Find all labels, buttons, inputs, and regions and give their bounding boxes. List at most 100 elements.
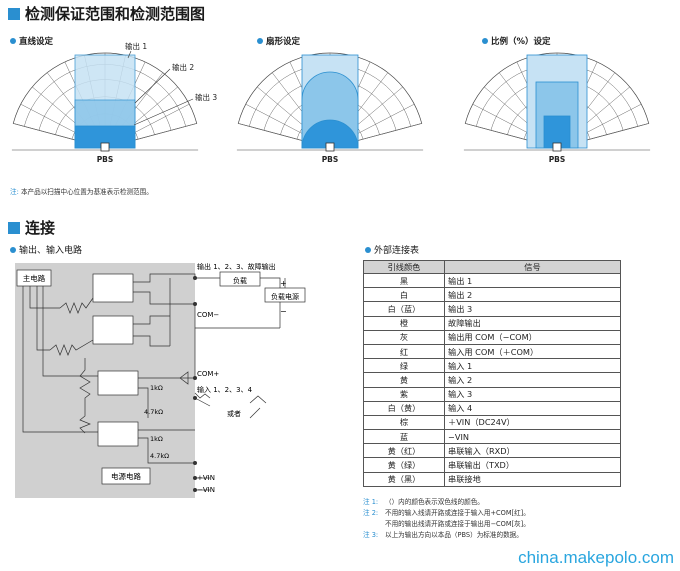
- section-title-connection: 连接: [8, 217, 55, 238]
- or-label: 或者: [227, 409, 241, 418]
- wire-color-cell: 橙: [363, 315, 445, 331]
- wire-color-cell: 白（蓝）: [363, 301, 445, 317]
- diagram-label-linear: 直线设定: [10, 35, 53, 47]
- table-row: 灰输出用 COM（−COM）: [363, 329, 621, 345]
- signal-cell: 串联输入（RXD）: [444, 443, 621, 459]
- vin-minus-label: −VIN: [197, 486, 215, 494]
- wire-color-cell: 棕: [363, 414, 445, 431]
- table-label: 外部连接表: [365, 243, 419, 256]
- table-note: 注 2: 不用的输入线请开路或连接于输入用+COM[红]。: [363, 508, 663, 519]
- signal-cell: 故障输出: [444, 315, 621, 331]
- table-row: 蓝−VIN: [363, 429, 621, 445]
- table-row: 黄（黑）串联接地: [363, 471, 621, 487]
- watermark: china.makepolo.com: [518, 548, 674, 567]
- com-minus-label: COM−: [197, 311, 219, 319]
- plus-sign-label: +: [280, 279, 287, 288]
- table-row: 黄输入 2: [363, 372, 621, 388]
- signal-cell: 输出 3: [444, 301, 621, 317]
- table-row: 白输出 2: [363, 287, 621, 303]
- minus-sign-label: −: [280, 307, 287, 316]
- note-text: 以上为输出方向以本品（PBS）为标准的数据。: [385, 531, 523, 539]
- resistor-1-label: 1kΩ: [150, 384, 163, 392]
- resistor-2-label: 4.7kΩ: [144, 408, 163, 416]
- bullet-icon: [482, 38, 488, 44]
- wire-color-cell: 黄: [363, 372, 445, 388]
- table-row: 橙故障输出: [363, 315, 621, 331]
- wire-color-cell: 黄（黑）: [363, 471, 445, 487]
- sensor-icon: [100, 142, 110, 152]
- note-text: 不用的输入线请开路或连接于输入用+COM[红]。: [385, 509, 530, 517]
- pbs-label: PBS: [549, 155, 566, 164]
- circuit-label: 输出、输入电路: [10, 243, 82, 256]
- note-prefix: 注 3:: [363, 531, 379, 539]
- section-marker-icon: [8, 221, 20, 234]
- table-row: 黑输出 1: [363, 272, 621, 289]
- resistor-4-label: 4.7kΩ: [150, 452, 169, 460]
- resistor-3-label: 1kΩ: [150, 435, 163, 443]
- table-row: 白（黄）输入 4: [363, 400, 621, 416]
- zone-output-3: [301, 119, 359, 149]
- main-circuit-box: [16, 269, 52, 287]
- io-circuit-diagram: 主电路: [15, 262, 306, 498]
- signal-cell: 串联输出（TXD）: [444, 457, 621, 473]
- wire-color-cell: 黄（绿）: [363, 457, 445, 473]
- table-header: 信号: [444, 260, 621, 274]
- signal-cell: 串联接地: [444, 471, 621, 487]
- main-circuit-label: 主电路: [23, 273, 46, 283]
- signal-cell: 输出 2: [444, 287, 621, 303]
- input-terminal-label: 输入 1、2、3、4: [197, 385, 253, 394]
- bullet-icon: [10, 246, 16, 253]
- wire-color-cell: 蓝: [363, 429, 445, 445]
- table-notes: 注 1: （）内的颜色表示双色线的颜色。注 2: 不用的输入线请开路或连接于输入用+…: [363, 497, 663, 541]
- signal-cell: 输入 3: [444, 386, 621, 402]
- section-marker-icon: [8, 7, 20, 20]
- diagram-label-fan: 扇形设定: [257, 35, 300, 47]
- load-power-label: 负载电源: [271, 292, 299, 301]
- power-circuit-label: 电源电路: [111, 471, 141, 481]
- bullet-icon: [365, 246, 371, 253]
- note-prefix: 注 1:: [363, 498, 379, 506]
- diagram-label-ratio: 比例（%）设定: [482, 35, 551, 47]
- signal-cell: 输出用 COM（−COM）: [444, 329, 621, 345]
- pbs-label: PBS: [322, 155, 339, 164]
- vin-plus-label: +VIN: [197, 474, 215, 482]
- signal-cell: 输入 2: [444, 372, 621, 388]
- table-note: 注 1: （）内的颜色表示双色线的颜色。: [363, 497, 663, 508]
- wire-color-cell: 白: [363, 287, 445, 303]
- note-text: （）内的颜色表示双色线的颜色。: [385, 498, 484, 506]
- fan-diagram-linear: [11, 52, 199, 152]
- wire-color-cell: 白（黄）: [363, 400, 445, 416]
- fan-diagram-fan: [236, 52, 424, 152]
- bullet-icon: [10, 38, 16, 44]
- output-terminal-label: 输出 1、2、3、故障输出: [197, 262, 276, 271]
- table-row: 黄（绿）串联输出（TXD）: [363, 457, 621, 473]
- note-text: 不用的输出线请开路或连接于输出用−COM[灰]。: [385, 520, 530, 528]
- bullet-icon: [257, 38, 263, 44]
- table-row: 白（蓝）输出 3: [363, 301, 621, 317]
- table-header-row: 引线颜色 信号: [363, 260, 621, 274]
- table-row: 棕＋VIN（DC24V）: [363, 414, 621, 431]
- wire-color-cell: 灰: [363, 329, 445, 345]
- signal-cell: 输入用 COM（＋COM）: [444, 343, 621, 360]
- signal-cell: 输入 1: [444, 358, 621, 374]
- com-plus-label: COM+: [197, 370, 219, 378]
- fan-diagram-ratio: [463, 52, 651, 152]
- power-circuit-box: [101, 467, 151, 485]
- output-2-label: 输出 2: [172, 62, 194, 72]
- table-row: 黄（红）串联输入（RXD）: [363, 443, 621, 459]
- range-note: 注: 本产品以扫描中心位置为基准表示检测范围。: [10, 188, 153, 196]
- signal-cell: 输出 1: [444, 272, 621, 289]
- signal-cell: ＋VIN（DC24V）: [444, 414, 621, 431]
- table-header: 引线颜色: [363, 260, 445, 274]
- wire-color-cell: 黑: [363, 272, 445, 289]
- sensor-icon: [325, 142, 335, 152]
- wire-color-cell: 紫: [363, 386, 445, 402]
- wire-color-cell: 红: [363, 343, 445, 360]
- sensor-icon: [552, 142, 562, 152]
- wire-color-cell: 黄（红）: [363, 443, 445, 459]
- range-diagrams: 输出 1 输出 2 输出 3 PBS PBS PBS: [11, 41, 651, 164]
- signal-cell: 输入 4: [444, 400, 621, 416]
- table-row: 紫输入 3: [363, 386, 621, 402]
- note-prefix: 注 2:: [363, 509, 379, 517]
